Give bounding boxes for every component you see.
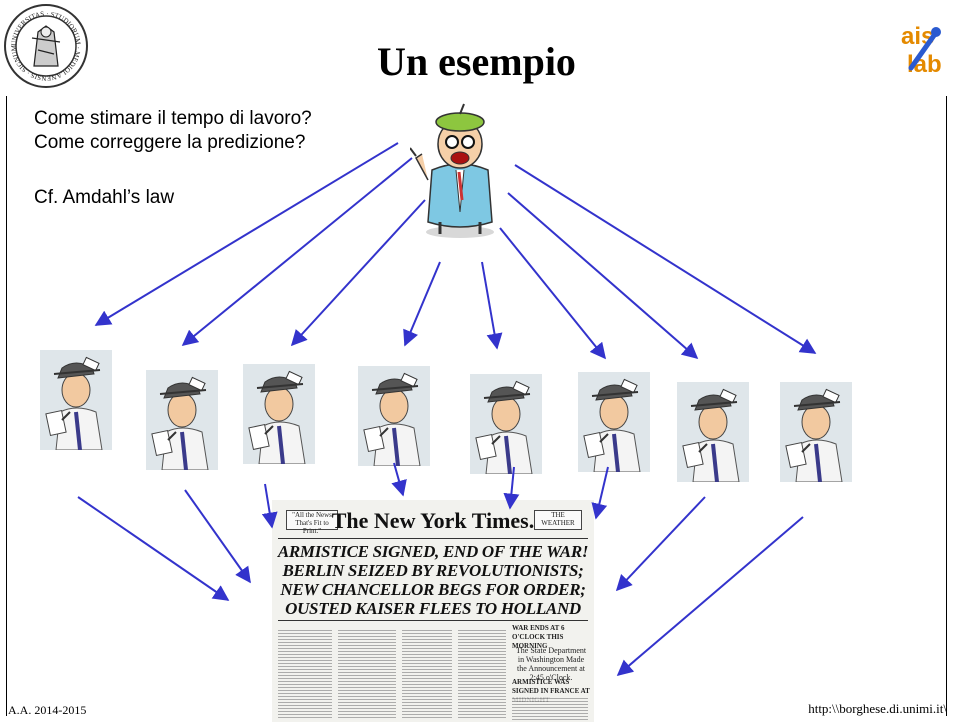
- amdahl-note: Cf. Amdahl’s law: [34, 187, 175, 208]
- reporter-image-icon: [146, 370, 218, 470]
- newspaper-masthead: The New York Times.: [331, 508, 535, 533]
- university-seal-icon: UNIVERSITAS · STUDIORUM · MEDIOLANENSIS …: [4, 4, 88, 88]
- newspaper-column: [402, 628, 452, 720]
- reporter-image-icon: [358, 366, 430, 466]
- slide-frame: [6, 96, 947, 716]
- reporter-image-icon: [470, 374, 542, 474]
- question-estimate-work-time: Come stimare il tempo di lavoro?: [34, 108, 312, 129]
- newspaper-column: [278, 628, 332, 720]
- newspaper-headline-3: NEW CHANCELLOR BEGS FOR ORDER;: [280, 580, 586, 599]
- newspaper-headline-4: OUSTED KAISER FLEES TO HOLLAND: [285, 599, 581, 618]
- ais-lab-logo-icon: ais lab: [899, 20, 947, 78]
- reporter-image-icon: [677, 382, 749, 482]
- slide-title: Un esempio: [377, 39, 576, 84]
- question-correct-prediction: Come correggere la predizione?: [34, 132, 306, 153]
- newspaper-headline-1: ARMISTICE SIGNED, END OF THE WAR!: [277, 542, 589, 561]
- reporter-image-icon: [578, 372, 650, 472]
- newspaper-ear-right: THE WEATHER: [534, 510, 582, 530]
- footer-url-link[interactable]: http:\\borghese.di.unimi.it\: [808, 701, 947, 716]
- manager-figure-icon: [410, 103, 494, 238]
- newspaper-ear-left: "All the News That's Fit to Print.": [286, 510, 338, 535]
- newspaper-subhead-1: WAR ENDS AT 6 O'CLOCK THIS MORNING: [512, 624, 565, 650]
- reporter-image-icon: [40, 350, 112, 450]
- reporter-image-icon: [780, 382, 852, 482]
- newspaper-subhead-2: The State Department in Washington Made …: [515, 646, 587, 682]
- footer-academic-year: A.A. 2014-2015: [8, 703, 87, 717]
- reporter-image-icon: [243, 364, 315, 464]
- newspaper-column: [338, 628, 396, 720]
- newspaper-front-page: "All the News That's Fit to Print." The …: [272, 500, 594, 722]
- newspaper-column: [458, 628, 506, 720]
- newspaper-column: [512, 696, 588, 720]
- newspaper-headline-2: BERLIN SEIZED BY REVOLUTIONISTS;: [282, 561, 584, 580]
